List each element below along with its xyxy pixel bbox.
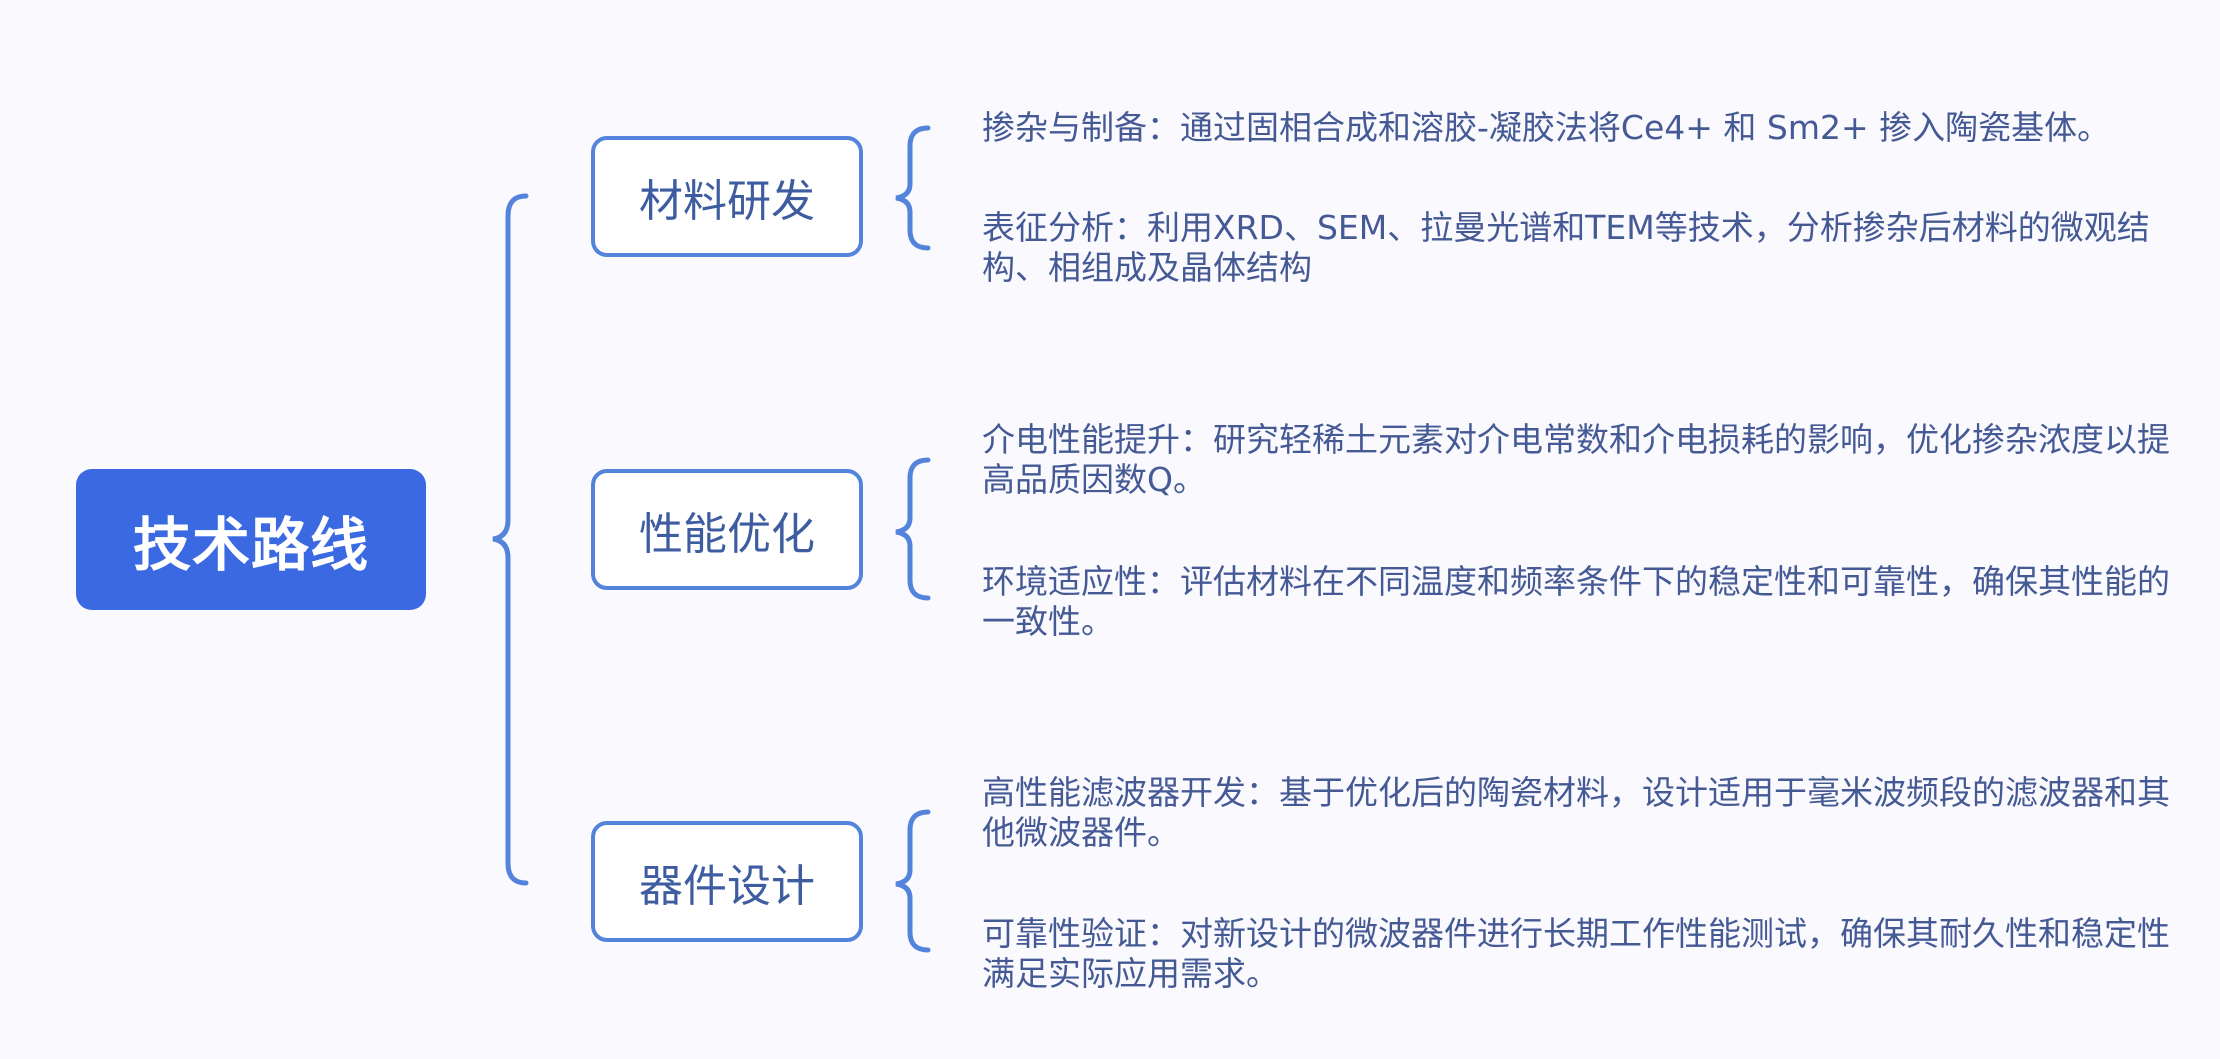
- leaf-reliability-verification: 可靠性验证：对新设计的微波器件进行长期工作性能测试，确保其耐久性和稳定性满足实际…: [982, 914, 2170, 993]
- leaf-dielectric-improvement: 介电性能提升：研究轻稀土元素对介电常数和介电损耗的影响，优化掺杂浓度以提高品质因…: [982, 420, 2170, 499]
- branch-label: 性能优化: [639, 508, 815, 560]
- brace-materials: [895, 125, 931, 251]
- brace-device: [895, 809, 931, 953]
- leaf-filter-development: 高性能滤波器开发：基于优化后的陶瓷材料，设计适用于毫米波频段的滤波器和其他微波器…: [982, 773, 2170, 852]
- branch-node-materials: 材料研发: [591, 136, 863, 257]
- branch-node-device: 器件设计: [591, 821, 863, 942]
- brace-performance: [895, 457, 931, 601]
- leaf-characterization: 表征分析：利用XRD、SEM、拉曼光谱和TEM等技术，分析掺杂后材料的微观结构、…: [982, 208, 2150, 287]
- root-node: 技术路线: [76, 469, 426, 610]
- branch-label: 器件设计: [639, 860, 815, 912]
- leaf-doping-preparation: 掺杂与制备：通过固相合成和溶胶-凝胶法将Ce4+ 和 Sm2+ 掺入陶瓷基体。: [982, 108, 2111, 147]
- main-brace: [492, 193, 529, 886]
- root-label: 技术路线: [132, 510, 369, 579]
- branch-node-performance: 性能优化: [591, 469, 863, 590]
- leaf-environment-adaptability: 环境适应性：评估材料在不同温度和频率条件下的稳定性和可靠性，确保其性能的一致性。: [982, 562, 2170, 641]
- branch-label: 材料研发: [639, 175, 815, 227]
